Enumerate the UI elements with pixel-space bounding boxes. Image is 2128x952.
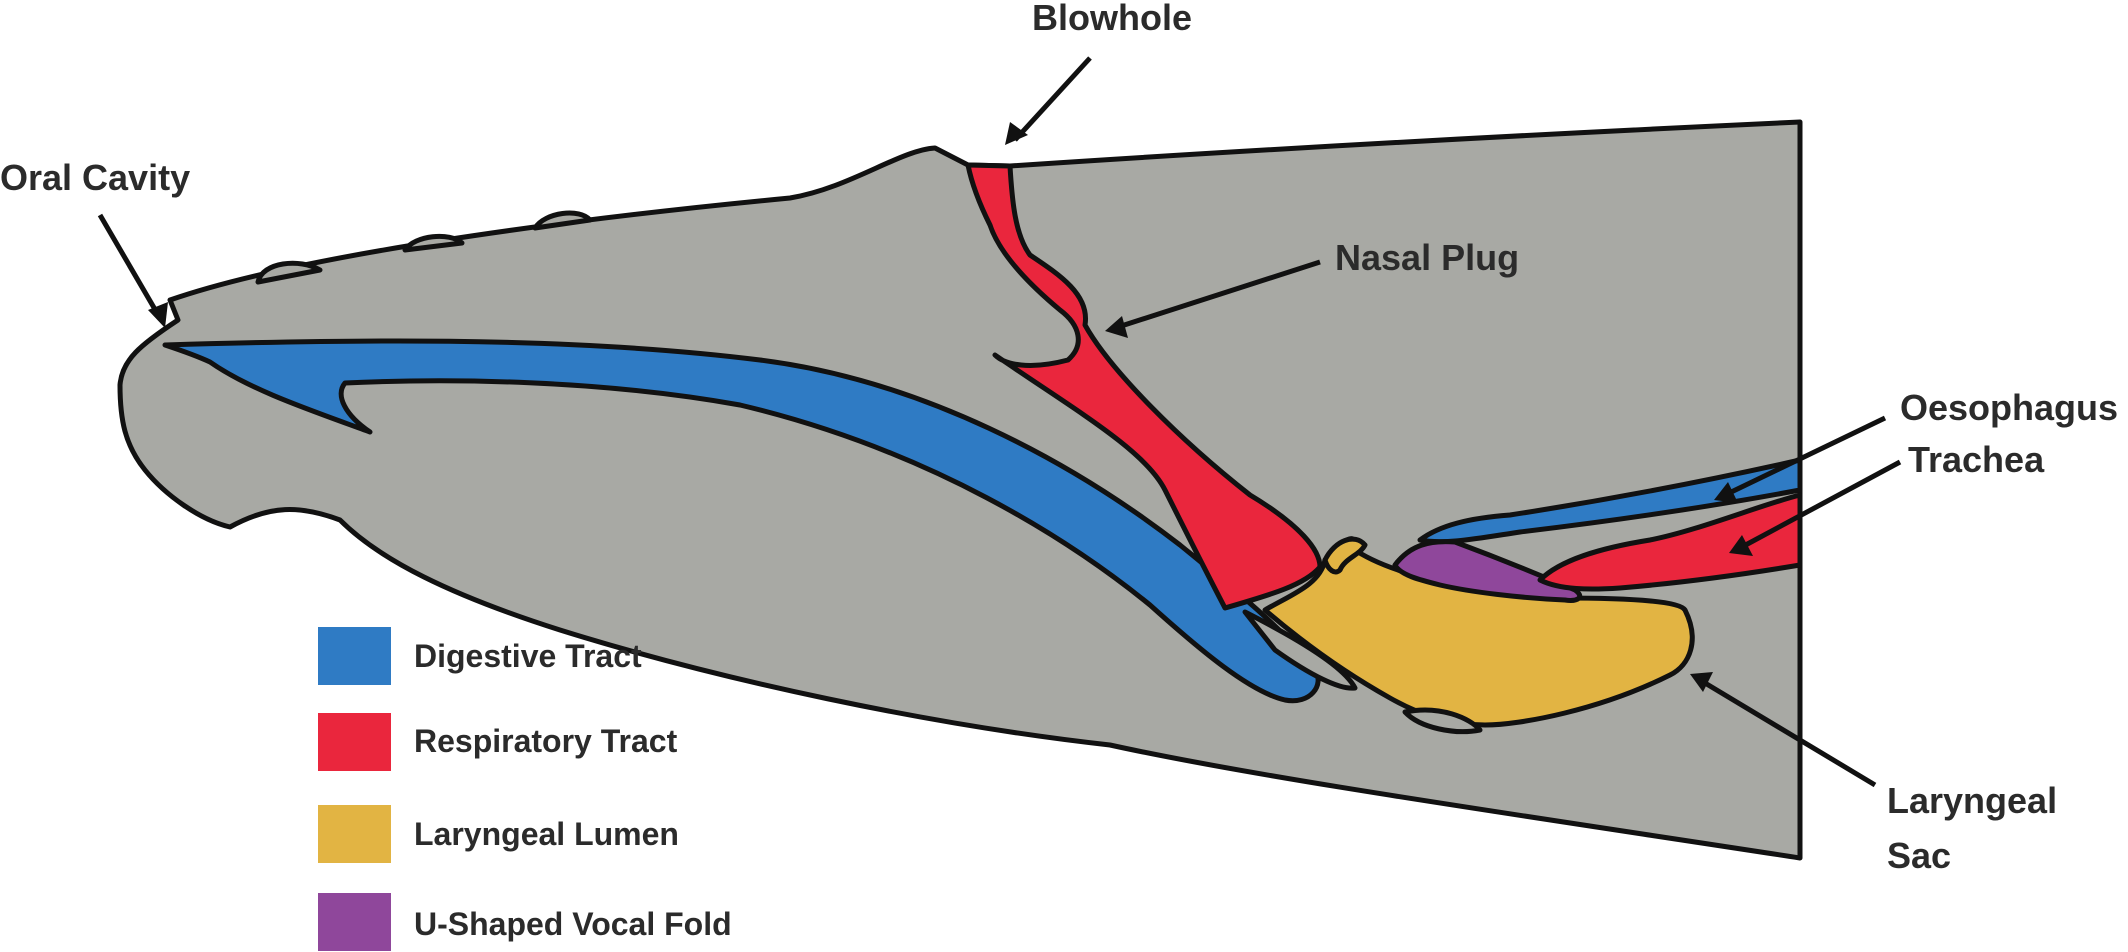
oral-cavity-arrowhead bbox=[148, 302, 168, 328]
laryngeal-sac-label-line2: Sac bbox=[1887, 835, 1951, 876]
snout-bump-2 bbox=[402, 233, 465, 253]
legend-label-laryngeal: Laryngeal Lumen bbox=[414, 816, 679, 852]
legend-label-vocal-fold: U-Shaped Vocal Fold bbox=[414, 906, 732, 942]
oral-cavity-label: Oral Cavity bbox=[0, 157, 190, 198]
trachea-label: Trachea bbox=[1908, 439, 2045, 480]
legend-swatch-digestive bbox=[318, 627, 391, 685]
legend-item-vocal-fold: U-Shaped Vocal Fold bbox=[318, 893, 732, 951]
legend-label-digestive: Digestive Tract bbox=[414, 638, 642, 674]
arytenoid-hook bbox=[1322, 536, 1368, 575]
laryngeal-sac-label-line1: Laryngeal bbox=[1887, 780, 2057, 821]
legend-swatch-laryngeal bbox=[318, 805, 391, 863]
lower-fold bbox=[1402, 707, 1483, 735]
blowhole-label: Blowhole bbox=[1032, 0, 1192, 38]
legend: Digestive Tract Respiratory Tract Laryng… bbox=[318, 627, 732, 951]
blowhole-arrowhead bbox=[1005, 122, 1028, 145]
trachea-arrowhead bbox=[1729, 535, 1753, 556]
cricoid-cartilage bbox=[1242, 609, 1358, 691]
snout-bump-3 bbox=[532, 210, 593, 231]
oesophagus-tube bbox=[1417, 457, 1803, 545]
trachea-tube bbox=[1537, 492, 1803, 592]
blowhole-arrow bbox=[1013, 56, 1092, 142]
legend-item-respiratory: Respiratory Tract bbox=[318, 713, 678, 771]
oesophagus-label: Oesophagus bbox=[1900, 387, 2118, 428]
trachea-arrow bbox=[1738, 459, 1902, 551]
nasal-plug-label: Nasal Plug bbox=[1335, 237, 1519, 278]
legend-swatch-respiratory bbox=[318, 713, 391, 771]
laryngeal-sac-arrow bbox=[1698, 677, 1877, 788]
oesophagus-arrowhead bbox=[1714, 482, 1738, 503]
nasal-plug-arrowhead bbox=[1105, 316, 1128, 338]
legend-item-digestive: Digestive Tract bbox=[318, 627, 642, 685]
legend-label-respiratory: Respiratory Tract bbox=[414, 723, 678, 759]
laryngeal-sac-arrowhead bbox=[1690, 672, 1713, 692]
respiratory-tract-nasal bbox=[965, 162, 1323, 611]
digestive-tract-oral bbox=[162, 338, 1321, 704]
legend-item-laryngeal: Laryngeal Lumen bbox=[318, 805, 679, 863]
oesophagus-arrow bbox=[1723, 415, 1887, 498]
snout-bump-1 bbox=[255, 260, 323, 285]
oral-cavity-arrow bbox=[97, 213, 163, 320]
legend-swatch-vocal-fold bbox=[318, 893, 391, 951]
nasal-plug-arrow bbox=[1114, 259, 1321, 331]
